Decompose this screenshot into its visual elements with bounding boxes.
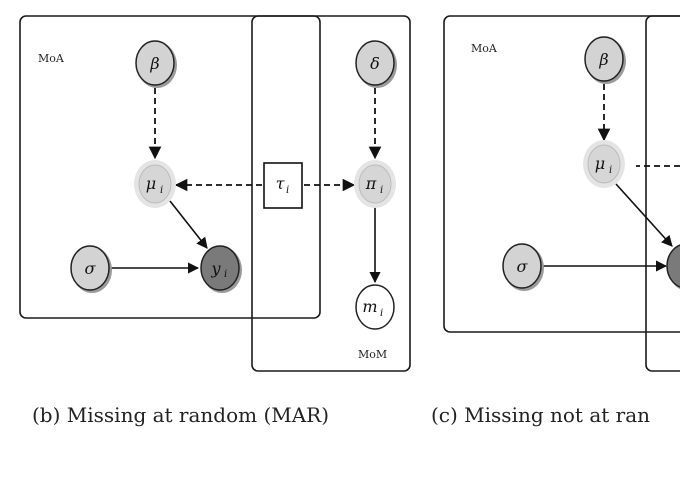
node-pi: π i	[354, 160, 396, 208]
moa-plate-label-c: MoA	[471, 42, 498, 55]
node-beta: β	[135, 40, 177, 88]
moa-plate	[19, 15, 321, 319]
svg-text:i: i	[286, 185, 289, 196]
moa-plate-label: MoA	[38, 52, 65, 65]
svg-text:β: β	[598, 50, 608, 69]
node-beta-c: β	[584, 36, 626, 84]
svg-text:y: y	[210, 259, 221, 278]
svg-text:σ: σ	[517, 257, 529, 276]
svg-text:i: i	[224, 269, 227, 280]
node-mu-c: μ i	[583, 140, 625, 188]
mom-plate-label: MoM	[358, 348, 387, 361]
mom-plate-c	[645, 15, 680, 372]
svg-text:β: β	[149, 54, 159, 73]
node-sigma-c: σ	[502, 243, 544, 291]
panel-c: MoA β μ i σ (c) Missing not at ran	[431, 15, 680, 427]
moa-plate-c	[443, 15, 680, 333]
svg-text:m: m	[362, 297, 377, 316]
node-y: y i	[200, 245, 242, 293]
edge-mu-y	[169, 200, 208, 249]
node-m: m i	[355, 284, 395, 330]
svg-text:i: i	[160, 185, 163, 196]
svg-text:μ: μ	[595, 154, 605, 173]
svg-text:i: i	[380, 308, 383, 319]
svg-text:i: i	[609, 165, 612, 176]
caption-c: (c) Missing not at ran	[431, 403, 650, 427]
node-delta: δ	[355, 40, 397, 88]
node-mu: μ i	[134, 160, 176, 208]
node-sigma: σ	[70, 245, 112, 293]
node-y-c	[666, 244, 680, 290]
svg-text:π: π	[365, 174, 377, 193]
mom-plate	[251, 15, 411, 372]
node-tau: τ i	[263, 162, 303, 209]
svg-text:δ: δ	[370, 54, 380, 73]
svg-text:i: i	[380, 185, 383, 196]
svg-text:σ: σ	[85, 259, 97, 278]
panel-b: MoA MoM β δ μ i τ	[19, 15, 411, 427]
edge-mu-y-c	[615, 183, 673, 247]
svg-text:τ: τ	[276, 174, 286, 193]
svg-text:μ: μ	[146, 174, 156, 193]
caption-b: (b) Missing at random (MAR)	[32, 403, 329, 427]
